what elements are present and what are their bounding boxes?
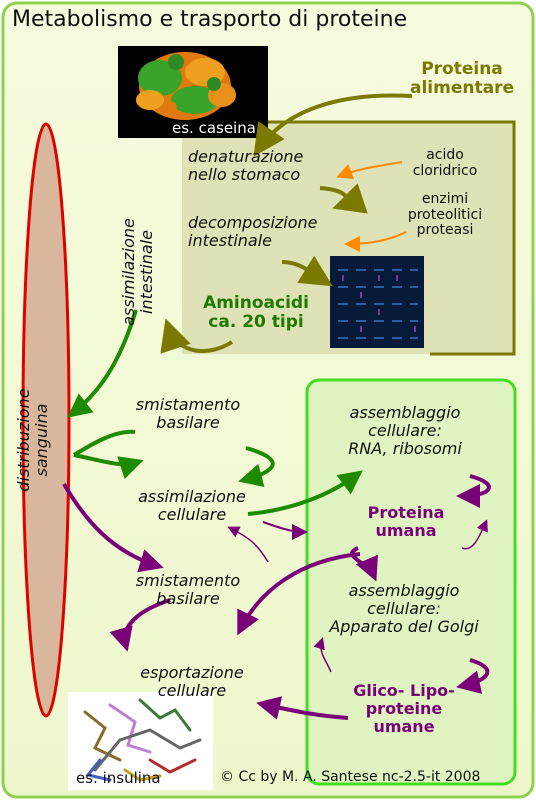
arrow-golgi-loop <box>313 637 332 673</box>
amino-acids-label: Aminoacidi ca. 20 tipi <box>203 293 309 333</box>
enzymes-label: enzimi proteolitici proteasi <box>407 191 483 239</box>
arrow-protein-to-golgi <box>350 546 378 582</box>
credit-text: © Cc by M. A. Santese nc-2.5-it 2008 <box>220 769 481 785</box>
blood-distribution-label: distribuzione sanguina <box>14 388 51 492</box>
dietary-protein-label: Proteina alimentare <box>410 59 514 99</box>
insulin-molecule-icon <box>83 698 202 782</box>
amino-acids-image <box>330 256 424 348</box>
human-protein-label: Proteina umana <box>367 503 445 540</box>
intestinal-absorption-label: assimilazione intestinale <box>119 218 156 326</box>
insulin-caption: es. insulina <box>76 769 161 787</box>
arrow-to-cell <box>262 521 308 540</box>
arrow-acid <box>336 161 403 179</box>
basal-sorting-1-label: smistamento basilare <box>135 395 241 432</box>
arrow-sorting-to-cellular <box>238 446 275 488</box>
arrow-sorting-to-export <box>109 598 171 652</box>
arrow-enzymes <box>344 231 407 252</box>
arrow-blood-sorting-1 <box>72 429 138 464</box>
assembly-golgi-label: assemblaggio cellulare: Apparato del Gol… <box>329 581 479 636</box>
arrow-golgi-to-glyco <box>456 658 490 694</box>
insulin-image <box>68 692 213 790</box>
arrow-cellular-to-assembly <box>247 470 363 516</box>
arrow-protein-loop <box>461 519 488 550</box>
arrow-protein-to-export <box>237 552 361 636</box>
arrow-rna-to-protein <box>456 474 491 508</box>
amino-acids-grid-icon <box>338 269 418 339</box>
denaturation-label: denaturazione nello stomaco <box>188 147 304 184</box>
arrow-absorption-to-blood <box>67 309 138 418</box>
basal-sorting-2-label: smistamento basilare <box>135 571 241 608</box>
casein-caption: es. caseina <box>172 119 256 137</box>
arrow-decomposition-to-aminoacids <box>281 255 333 287</box>
hydrochloric-acid-label: acido cloridrico <box>412 147 478 179</box>
arrow-cell-return <box>227 526 269 563</box>
arrow-aminoacids-to-absorption <box>160 318 234 354</box>
assembly-rna-label: assemblaggio cellulare: RNA, ribosomi <box>348 403 462 458</box>
blood-vessel <box>21 122 71 718</box>
arrow-protein-to-denaturation <box>253 93 413 157</box>
arrow-glyco-to-export <box>256 696 349 720</box>
cellular-export-label: esportazione cellulare <box>140 663 244 700</box>
cellular-absorption-label: assimilazione cellulare <box>138 487 246 524</box>
decomposition-label: decomposizione intestinale <box>188 213 318 250</box>
glyco-lipo-label: Glico- Lipo- proteine umane <box>353 681 455 736</box>
casein-molecule-icon <box>136 52 236 120</box>
arrow-blood-sorting-2 <box>62 482 164 573</box>
digestion-box-border <box>182 120 516 356</box>
page-title: Metabolismo e trasporto di proteine <box>12 7 408 32</box>
arrow-denaturation-to-decomposition <box>319 183 368 214</box>
